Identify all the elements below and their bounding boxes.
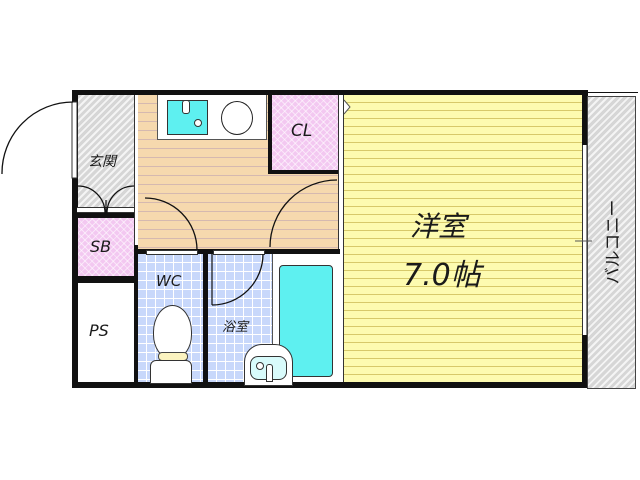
wc-bath-partition (203, 254, 208, 382)
pipe-space-label: PS (89, 321, 109, 340)
toilet-label: WC (156, 272, 182, 290)
toilet-door-sill (146, 250, 198, 255)
balcony-window (582, 145, 587, 335)
room-partition (338, 95, 344, 382)
western-room (344, 95, 582, 382)
western-room-size: 7.0帖 (403, 258, 481, 293)
bathroom-label: 浴室 (222, 320, 249, 335)
closet-label: CL (291, 121, 313, 141)
balcony (587, 96, 636, 389)
faucet-icon (182, 100, 190, 114)
basin-drain-icon (256, 362, 264, 370)
western-room-label: 洋室 (410, 210, 467, 243)
drain-icon (194, 119, 202, 127)
genkan-label: 玄関 (88, 154, 116, 170)
toilet-tank (150, 360, 192, 384)
shoe-box-label: SB (90, 237, 112, 256)
bath-door-sill (213, 250, 265, 255)
basin-faucet-icon (266, 364, 273, 382)
toilet-bowl (153, 305, 192, 359)
shoe-box (78, 218, 134, 276)
genkan-partition (134, 95, 138, 245)
closet (268, 95, 342, 174)
genkan-area (78, 95, 134, 213)
balcony-top-line (587, 92, 638, 93)
stove-burner (221, 101, 253, 135)
pipe-space (78, 283, 134, 382)
